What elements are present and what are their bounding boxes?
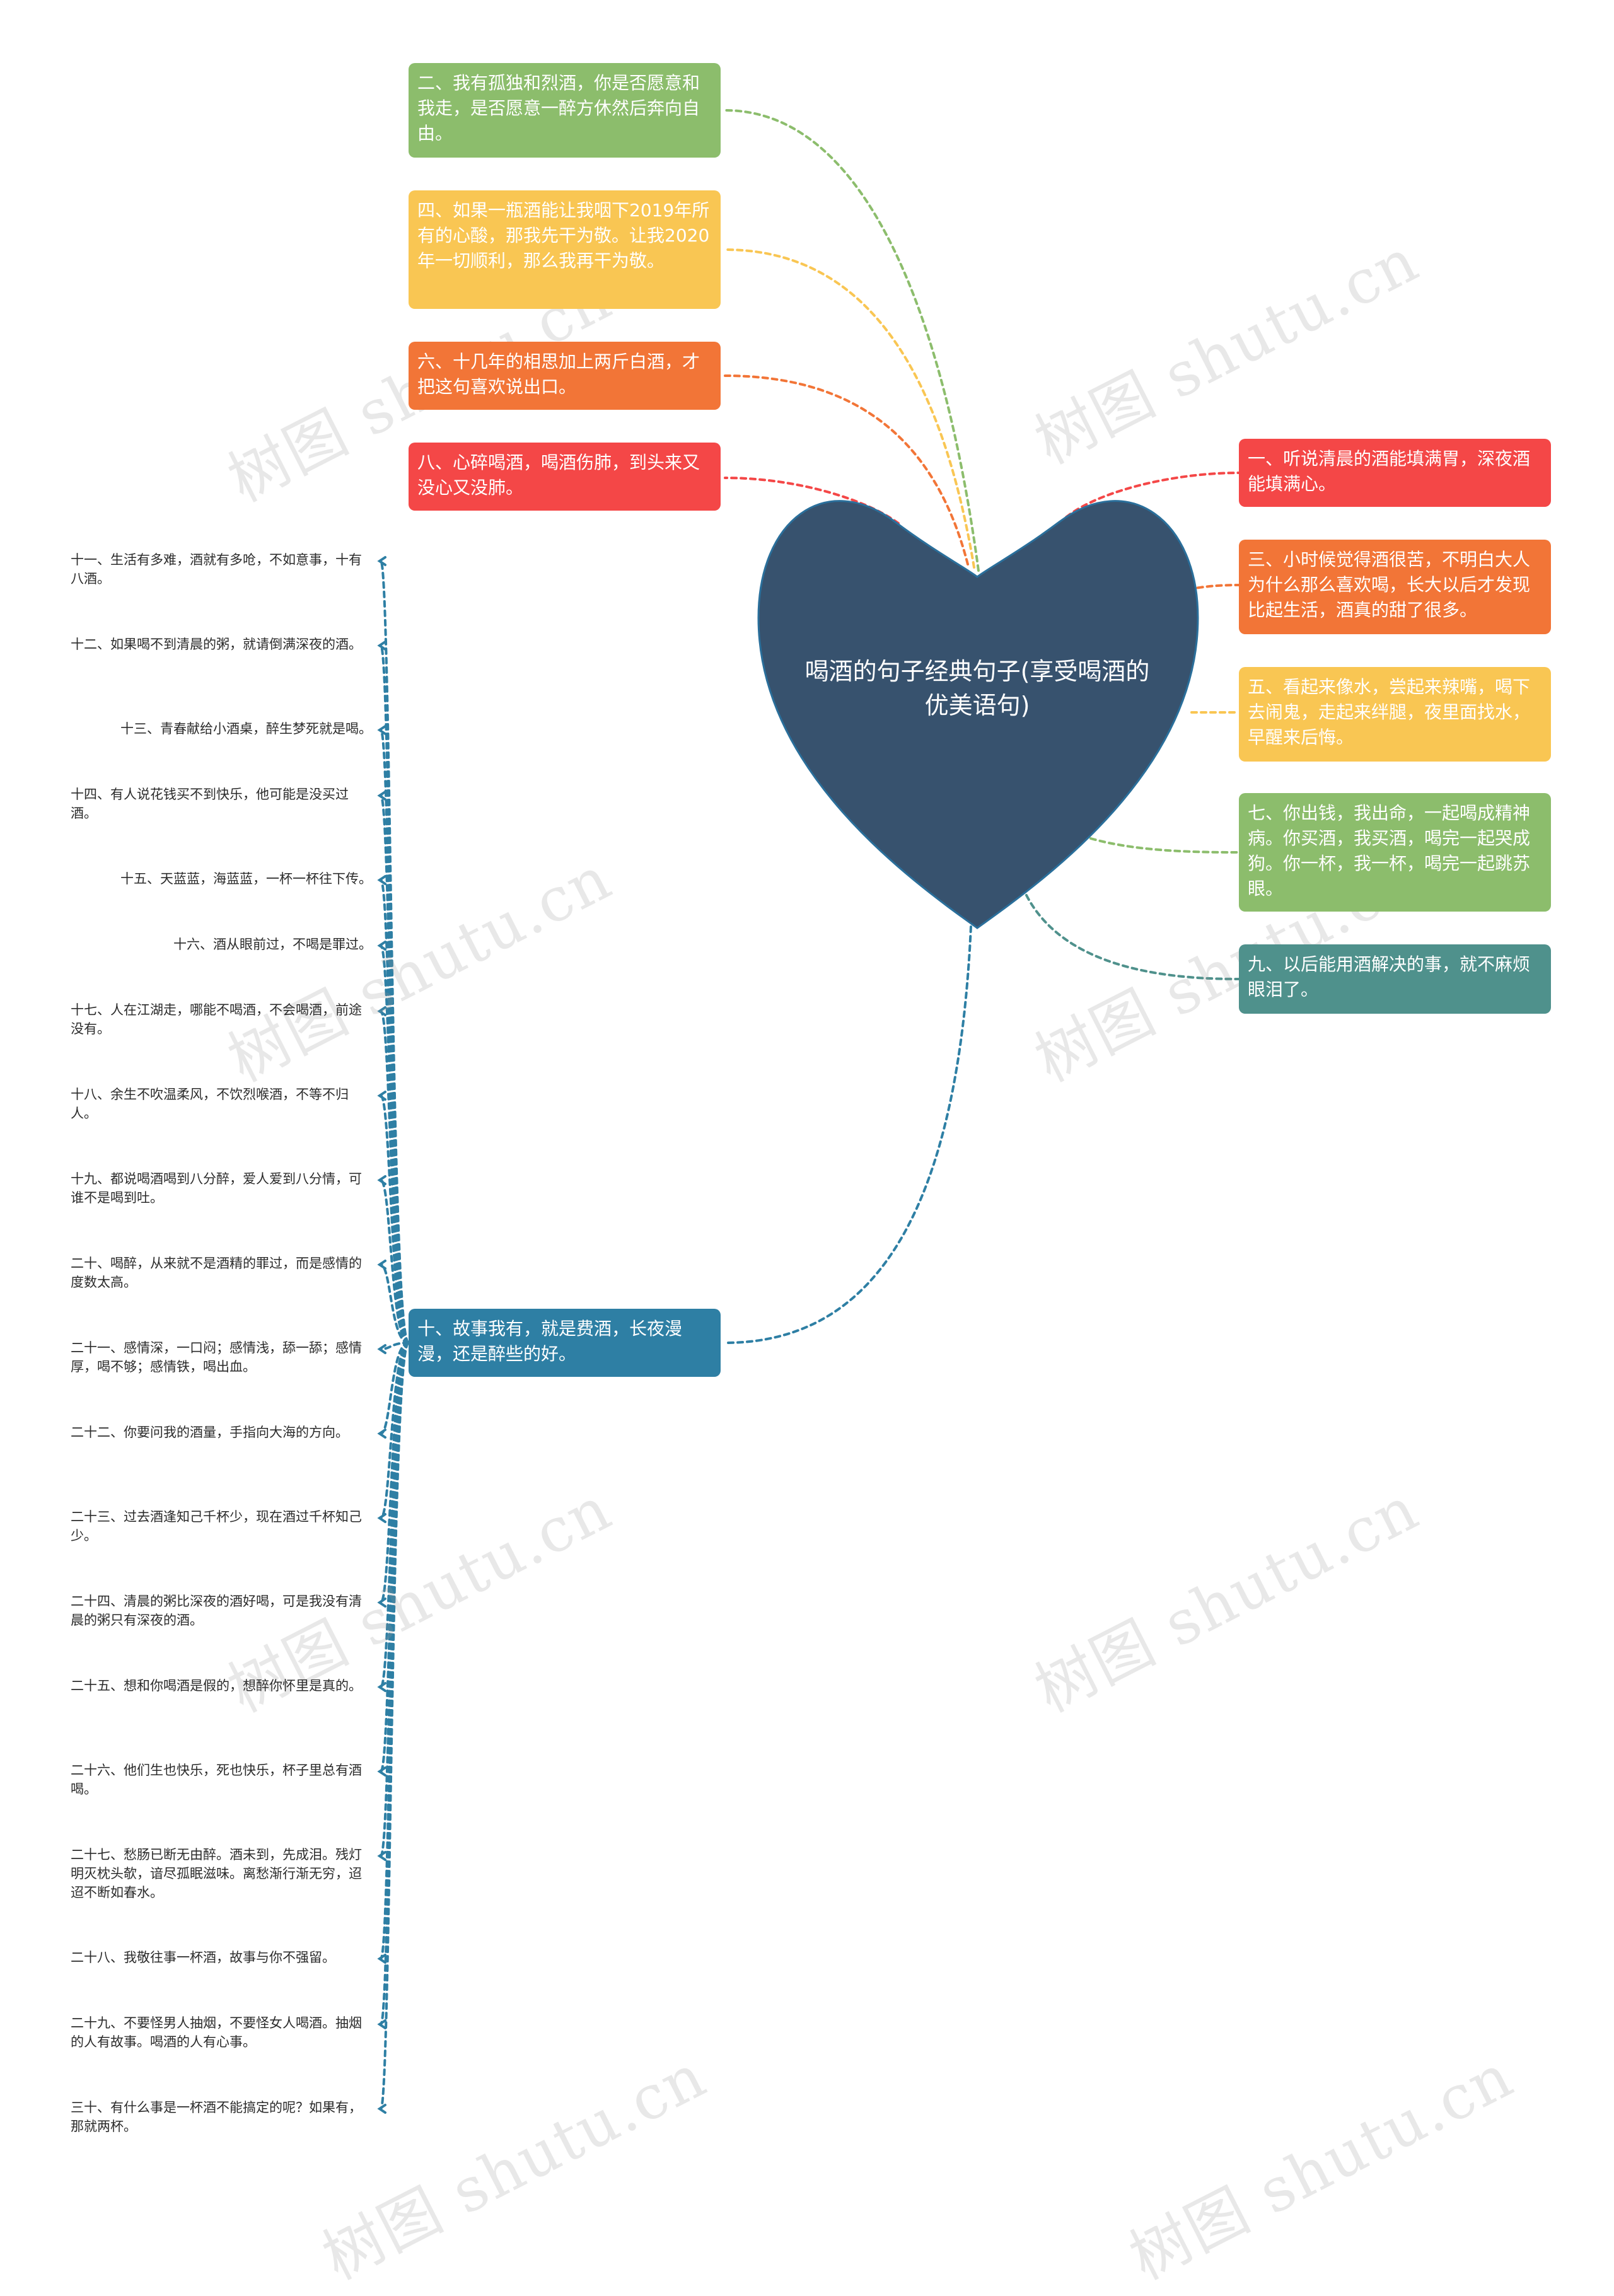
leaf-item[interactable]: 二十、喝醉，从来就不是酒精的罪过，而是感情的度数太高。 bbox=[71, 1256, 362, 1290]
link-n6 bbox=[724, 374, 969, 565]
leaf-item[interactable]: 二十二、你要问我的酒量，手指向大海的方向。 bbox=[71, 1425, 349, 1440]
leaf-arrowhead bbox=[377, 1851, 386, 1861]
leaf-arrowhead bbox=[377, 2019, 386, 2029]
leaf-item[interactable]: 十五、天蓝蓝，海蓝蓝，一杯一杯往下传。 bbox=[120, 871, 372, 886]
leaf-arrowhead bbox=[377, 1344, 386, 1354]
leaf-item[interactable]: 二十五、想和你喝酒是假的，想醉你怀里是真的。 bbox=[71, 1678, 362, 1693]
leaf-arrowhead bbox=[377, 941, 386, 951]
leaf-item[interactable]: 十二、如果喝不到清晨的粥，就请倒满深夜的酒。 bbox=[71, 637, 362, 652]
leaf-arrowhead bbox=[377, 1766, 386, 1777]
leaf-item[interactable]: 二十八、我敬往事一杯酒，故事与你不强留。 bbox=[71, 1950, 335, 1965]
leaf-arrowhead bbox=[377, 1091, 386, 1101]
node-2[interactable]: 二、我有孤独和烈酒，你是否愿意和我走，是否愿意一醉方休然后奔向自由。 bbox=[409, 63, 721, 158]
leaf-arrowhead bbox=[377, 725, 386, 735]
leaf-item[interactable]: 十三、青春献给小酒桌，醉生梦死就是喝。 bbox=[120, 721, 372, 736]
leaf-arrowhead bbox=[377, 791, 386, 801]
node-3[interactable]: 三、小时候觉得酒很苦，不明白大人为什么那么喜欢喝，长大以后才发现比起生活，酒真的… bbox=[1239, 540, 1551, 634]
link-n4 bbox=[724, 248, 975, 569]
leaf-item[interactable]: 十一、生活有多难，酒就有多呛，不如意事，十有八酒。 bbox=[71, 552, 362, 586]
leaf-link bbox=[380, 1342, 410, 2110]
leaf-link bbox=[380, 879, 410, 1344]
leaf-arrowhead bbox=[377, 1429, 386, 1439]
leaf-item[interactable]: 二十九、不要怪男人抽烟，不要怪女人喝酒。抽烟的人有故事。喝酒的人有心事。 bbox=[71, 2015, 362, 2050]
leaf-arrowhead bbox=[377, 641, 386, 651]
link-n9 bbox=[1025, 894, 1240, 980]
leaf-link bbox=[380, 1342, 410, 1435]
leaf-item[interactable]: 二十七、愁肠已断无由醉。酒未到，先成泪。残灯明灭枕头欹，谙尽孤眠滋味。离愁渐行渐… bbox=[71, 1847, 362, 1900]
leaf-item[interactable]: 二十三、过去酒逢知己千杯少，现在酒过千杯知己少。 bbox=[71, 1509, 362, 1543]
center-topic-title[interactable]: 喝酒的句子经典句子(享受喝酒的优美语句) bbox=[804, 658, 1150, 719]
leaf-arrowhead bbox=[377, 1175, 386, 1185]
node-10[interactable]: 十、故事我有，就是费酒，长夜漫漫，还是醉些的好。 bbox=[409, 1309, 721, 1377]
leaf-item[interactable]: 十九、都说喝酒喝到八分醉，爱人爱到八分情，可谁不是喝到吐。 bbox=[71, 1171, 362, 1205]
leaf-item[interactable]: 十八、余生不吹温柔风，不饮烈喉酒，不等不归人。 bbox=[71, 1087, 349, 1121]
leaf-link bbox=[380, 1179, 410, 1344]
node-5[interactable]: 五、看起来像水，尝起来辣嘴，喝下去闹鬼，走起来绊腿，夜里面找水，早醒来后悔。 bbox=[1239, 667, 1551, 762]
link-n10 bbox=[724, 925, 972, 1344]
node-1[interactable]: 一、听说清晨的酒能填满胃，深夜酒能填满心。 bbox=[1239, 439, 1551, 507]
leaf-arrowhead bbox=[377, 1513, 386, 1523]
leaf-arrowhead bbox=[377, 1597, 386, 1608]
link-n7 bbox=[1089, 837, 1240, 854]
node-8[interactable]: 八、心碎喝酒，喝酒伤肺，到头来又没心又没肺。 bbox=[409, 443, 721, 511]
leaf-arrowhead bbox=[377, 875, 386, 885]
node-9[interactable]: 九、以后能用酒解决的事，就不麻烦眼泪了。 bbox=[1239, 944, 1551, 1014]
node-7[interactable]: 七、你出钱，我出命，一起喝成精神病。你买酒，我买酒，喝完一起哭成狗。你一杯，我一… bbox=[1239, 793, 1551, 912]
leaf-item[interactable]: 二十四、清晨的粥比深夜的酒好喝，可是我没有清晨的粥只有深夜的酒。 bbox=[71, 1594, 362, 1628]
link-n2 bbox=[724, 109, 980, 572]
leaf-link bbox=[380, 1094, 410, 1344]
leaf-arrowhead bbox=[377, 1954, 386, 1964]
leaf-link bbox=[380, 1342, 410, 1773]
node-6[interactable]: 六、十几年的相思加上两斤白酒，才把这句喜欢说出口。 bbox=[409, 342, 721, 410]
leaf-arrowhead bbox=[377, 1006, 386, 1016]
leaf-item[interactable]: 十四、有人说花钱买不到快乐，他可能是没买过酒。 bbox=[71, 787, 349, 821]
leaf-arrowhead bbox=[377, 556, 386, 566]
leaf-item[interactable]: 二十六、他们生也快乐，死也快乐，杯子里总有酒喝。 bbox=[71, 1763, 362, 1797]
leaf-arrowhead bbox=[377, 1260, 386, 1270]
center-heart[interactable] bbox=[757, 500, 1199, 929]
leaf-item[interactable]: 二十一、感情深，一口闷；感情浅，舔一舔；感情厚，喝不够；感情铁，喝出血。 bbox=[71, 1340, 362, 1374]
node-4[interactable]: 四、如果一瓶酒能让我咽下2019年所有的心酸，那我先干为敬。让我2020年一切顺… bbox=[409, 190, 721, 309]
leaf-item[interactable]: 十六、酒从眼前过，不喝是罪过。 bbox=[173, 937, 372, 952]
leaf-item[interactable]: 三十、有什么事是一杯酒不能搞定的呢？如果有，那就两杯。 bbox=[71, 2100, 362, 2134]
leaf-item[interactable]: 十七、人在江湖走，哪能不喝酒，不会喝酒，前途没有。 bbox=[71, 1002, 362, 1036]
leaf-arrowhead bbox=[377, 2104, 386, 2114]
mindmap-canvas bbox=[377, 109, 1240, 2114]
leaf-arrowhead bbox=[377, 1682, 386, 1692]
